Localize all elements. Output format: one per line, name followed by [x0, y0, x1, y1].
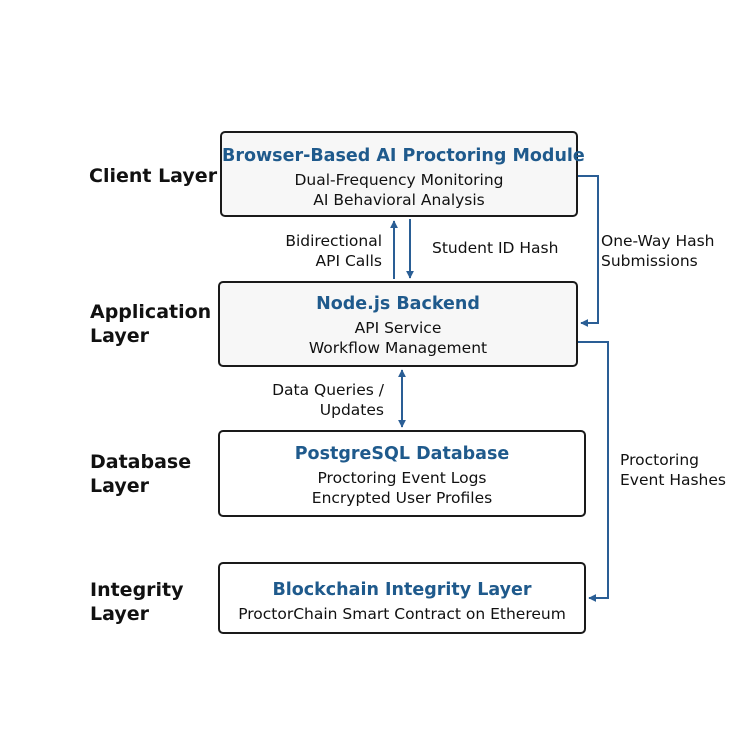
blockchain-title: Blockchain Integrity Layer — [272, 580, 532, 600]
backend-line: API Service — [354, 319, 442, 337]
one-way-hash-arrow — [578, 175, 599, 327]
blockchain-box: Blockchain Integrity Layer ProctorChain … — [218, 562, 586, 634]
database-line: Encrypted User Profiles — [311, 489, 493, 507]
backend-box: Node.js Backend API Service Workflow Man… — [218, 281, 578, 367]
client-module-box: Browser-Based AI Proctoring Module Dual-… — [220, 131, 585, 217]
client-module-line: Dual-Frequency Monitoring — [294, 171, 504, 189]
backend-line: Workflow Management — [308, 339, 488, 357]
event-hashes-arrow — [578, 341, 609, 602]
layer-label-client: Client Layer — [89, 165, 218, 187]
one-way-hash-label: One-Way Hash Submissions — [601, 232, 715, 270]
client-module-line: AI Behavioral Analysis — [313, 191, 485, 209]
student-id-hash-label: Student ID Hash — [432, 239, 559, 257]
layer-label-integrity: Integrity Layer — [90, 579, 184, 625]
blockchain-line: ProctorChain Smart Contract on Ethereum — [238, 605, 566, 623]
database-line: Proctoring Event Logs — [317, 469, 487, 487]
event-hashes-label: Proctoring Event Hashes — [620, 451, 726, 489]
bidirectional-api-label: Bidirectional API Calls — [285, 232, 382, 270]
backend-title: Node.js Backend — [316, 294, 480, 314]
client-module-title: Browser-Based AI Proctoring Module — [222, 146, 585, 166]
layer-label-application: Application Layer — [90, 301, 212, 347]
database-title: PostgreSQL Database — [294, 444, 510, 464]
database-box: PostgreSQL Database Proctoring Event Log… — [218, 430, 586, 517]
layer-label-database: Database Layer — [90, 451, 192, 497]
data-queries-label: Data Queries / Updates — [272, 381, 384, 419]
